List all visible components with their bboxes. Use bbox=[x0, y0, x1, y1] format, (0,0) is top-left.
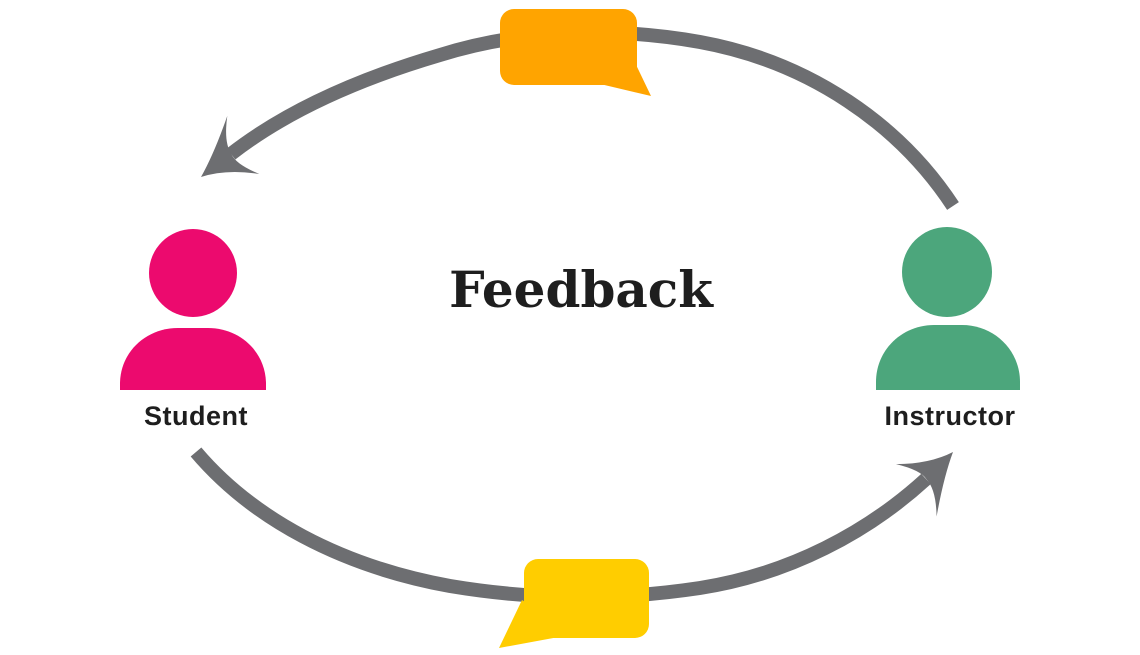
instructor-label: Instructor bbox=[884, 401, 1016, 431]
student-person-icon bbox=[120, 229, 266, 390]
diagram-title: Feedback bbox=[449, 260, 713, 319]
student-head bbox=[149, 229, 237, 317]
instructor-person-icon bbox=[876, 227, 1020, 390]
instructor-torso bbox=[876, 325, 1020, 390]
bottom-speech-bubble-body bbox=[524, 559, 649, 638]
instructor-head bbox=[902, 227, 992, 317]
bottom-arc-arrowhead-icon bbox=[895, 452, 953, 517]
top-arc-arrowhead-icon bbox=[201, 115, 260, 177]
top-speech-bubble-icon bbox=[500, 9, 651, 96]
student-torso bbox=[120, 328, 266, 390]
bottom-speech-bubble-icon bbox=[499, 559, 649, 648]
top-speech-bubble-body bbox=[500, 9, 637, 85]
student-label: Student bbox=[144, 401, 248, 431]
